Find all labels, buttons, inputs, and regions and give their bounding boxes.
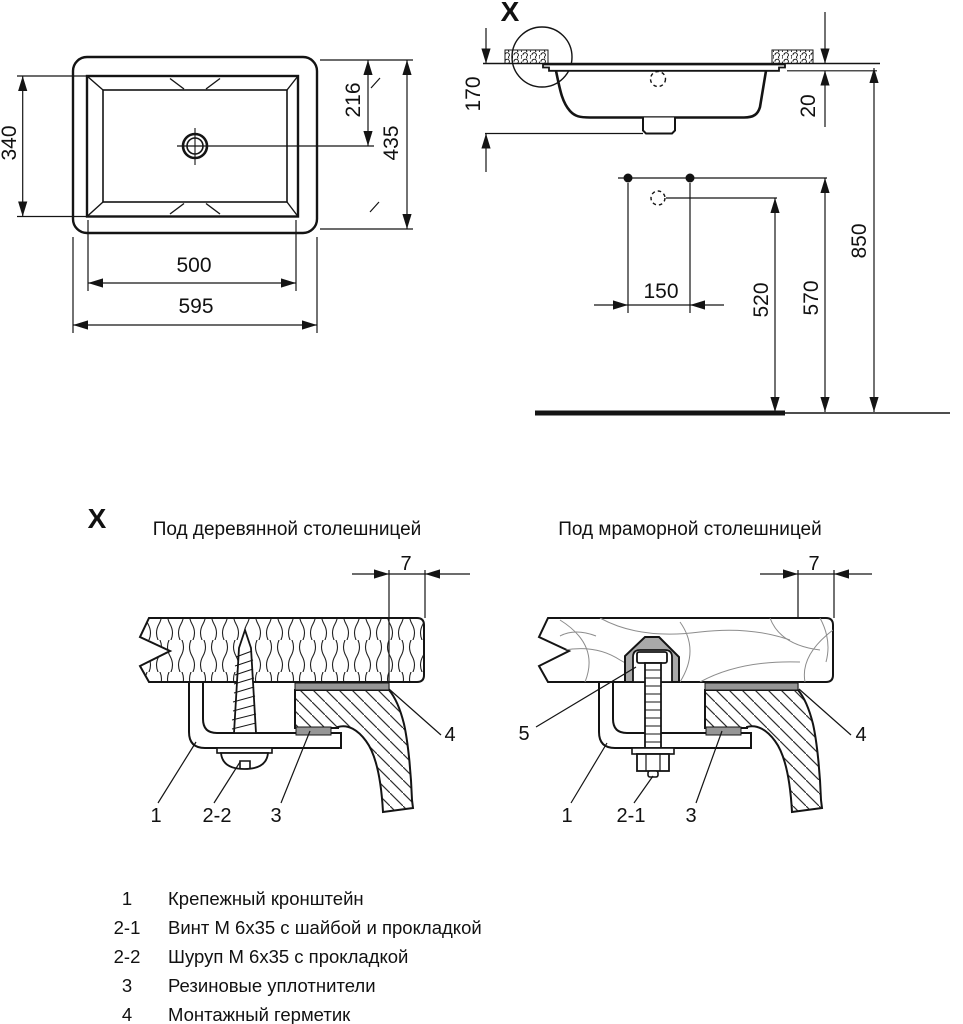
legend-item-text: Винт М 6х35 с шайбой и прокладкой	[168, 917, 482, 938]
detail-x-marker-label: X	[501, 0, 520, 27]
legend: 1 Крепежный кронштейн 2-1 Винт М 6х35 с …	[114, 888, 482, 1024]
legend-row-4: 3 Резиновые уплотнители	[122, 975, 376, 996]
wood-gasket-strip	[295, 726, 332, 736]
arrowhead	[820, 70, 830, 86]
dim-label-850: 850	[848, 223, 871, 258]
arrowhead	[690, 300, 705, 310]
dim-label-20: 20	[797, 94, 820, 117]
arrowhead	[770, 198, 780, 213]
callout-marble-sealant: 4	[855, 724, 866, 746]
legend-item-num: 4	[122, 1004, 132, 1024]
detail-marble: Под мраморной столешницей 7	[518, 519, 872, 827]
marble-sealant-strip	[704, 682, 799, 691]
marble-countertop-section	[537, 617, 834, 683]
legend-row-5: 4 Монтажный герметик	[122, 1004, 351, 1024]
arrowhead	[402, 60, 412, 75]
legend-item-num: 1	[122, 888, 132, 909]
arrowhead	[820, 178, 830, 193]
wood-sink-flange-section	[294, 689, 415, 814]
detail-section-marker: X	[88, 503, 107, 534]
wood-countertop-section	[138, 617, 425, 683]
detail-marble-title: Под мраморной столешницей	[558, 519, 822, 540]
callout-marble-anchor: 5	[518, 723, 529, 745]
arrowhead	[820, 397, 830, 412]
arrowhead	[402, 214, 412, 229]
arrowhead	[73, 320, 88, 330]
basin-profile	[554, 70, 768, 119]
arrowhead	[481, 48, 491, 64]
mounting-holes	[623, 173, 695, 206]
dim-label-520: 520	[750, 282, 773, 317]
legend-item-num: 3	[122, 975, 132, 996]
legend-row-3: 2-2 Шуруп М 6х35 с прокладкой	[114, 946, 409, 967]
legend-item-text: Резиновые уплотнители	[168, 975, 376, 996]
callout-wood-screw: 2-2	[203, 805, 232, 827]
callout-wood-gasket: 3	[270, 805, 281, 827]
legend-item-text: Монтажный герметик	[168, 1004, 351, 1024]
arrowhead	[88, 278, 103, 288]
detail-wood-title: Под деревянной столешницей	[153, 519, 422, 540]
dim-label-150: 150	[643, 280, 678, 303]
arrowhead	[834, 569, 849, 579]
arrowhead	[770, 397, 780, 412]
callout-wood-bracket: 1	[150, 805, 161, 827]
legend-row-1: 1 Крепежный кронштейн	[122, 888, 364, 909]
marble-gasket-strip	[705, 726, 742, 736]
dim-label-500: 500	[176, 254, 211, 277]
side-view: X 170 20 15	[462, 0, 950, 416]
sealant-pad-left	[504, 49, 549, 64]
dim-label-216: 216	[342, 82, 365, 117]
sealant-pad-right	[771, 49, 814, 64]
side-view-dimensions	[485, 12, 877, 412]
drain-stub	[642, 117, 676, 135]
sink-rim-section	[542, 63, 786, 72]
legend-item-text: Шуруп М 6х35 с прокладкой	[168, 946, 408, 967]
arrowhead	[374, 569, 389, 579]
legend-row-2: 2-1 Винт М 6х35 с шайбой и прокладкой	[114, 917, 482, 938]
arrowhead	[869, 68, 879, 83]
marble-bolt	[631, 651, 675, 778]
wood-sealant-strip	[294, 682, 390, 691]
arrowhead	[18, 76, 28, 91]
arrowhead	[481, 133, 491, 149]
callout-marble-bracket: 1	[561, 805, 572, 827]
arrowhead	[18, 201, 28, 217]
dimension-arrowheads	[18, 48, 879, 579]
arrowhead	[613, 300, 628, 310]
dim-label-7-marble: 7	[808, 553, 819, 575]
arrowhead	[363, 131, 373, 146]
arrowhead	[425, 569, 440, 579]
arrowhead	[783, 569, 798, 579]
wood-bracket	[188, 681, 342, 749]
callout-marble-gasket: 3	[685, 805, 696, 827]
legend-item-num: 2-1	[114, 917, 141, 938]
dim-label-595: 595	[178, 295, 213, 318]
arrowhead	[302, 320, 317, 330]
marble-callout-leaders	[535, 666, 852, 804]
arrowhead	[820, 48, 830, 64]
overflow-hole-dashed	[649, 70, 667, 88]
basin-slope-lines	[86, 75, 299, 218]
dim-label-435: 435	[380, 125, 403, 160]
legend-item-text: Крепежный кронштейн	[168, 888, 364, 909]
marble-bracket	[598, 681, 752, 749]
arrowhead	[281, 278, 296, 288]
legend-item-num: 2-2	[114, 946, 141, 967]
wood-screw	[216, 627, 273, 770]
arrowhead	[363, 60, 373, 75]
callout-marble-bolt: 2-1	[617, 805, 646, 827]
callout-wood-sealant: 4	[444, 724, 455, 746]
sink-outer-rim	[71, 55, 319, 235]
wood-callout-leaders	[157, 688, 442, 804]
dim-label-570: 570	[800, 280, 823, 315]
marble-sink-flange-section	[704, 689, 824, 814]
dim-label-340: 340	[0, 125, 21, 160]
detail-wood: X Под деревянной столешницей 7	[88, 503, 470, 827]
top-view: 340 216 435 500 595	[0, 55, 413, 333]
dim-label-170: 170	[462, 76, 485, 111]
arrowhead	[869, 397, 879, 412]
dim-label-7-wood: 7	[400, 553, 411, 575]
